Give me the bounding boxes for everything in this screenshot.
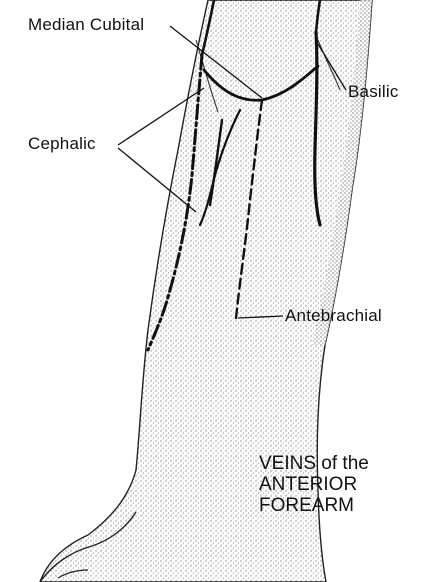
diagram-title: VEINS of the ANTERIOR FOREARM [259, 453, 369, 516]
title-line-3: FOREARM [259, 495, 369, 516]
title-line-2: ANTERIOR [259, 474, 369, 495]
title-line-1: VEINS of the [259, 453, 369, 474]
basilic-label: Basilic [348, 82, 399, 101]
cephalic-label: Cephalic [28, 134, 96, 153]
antebrachial-label: Antebrachial [285, 306, 382, 325]
median-cubital-label: Median Cubital [28, 15, 144, 34]
